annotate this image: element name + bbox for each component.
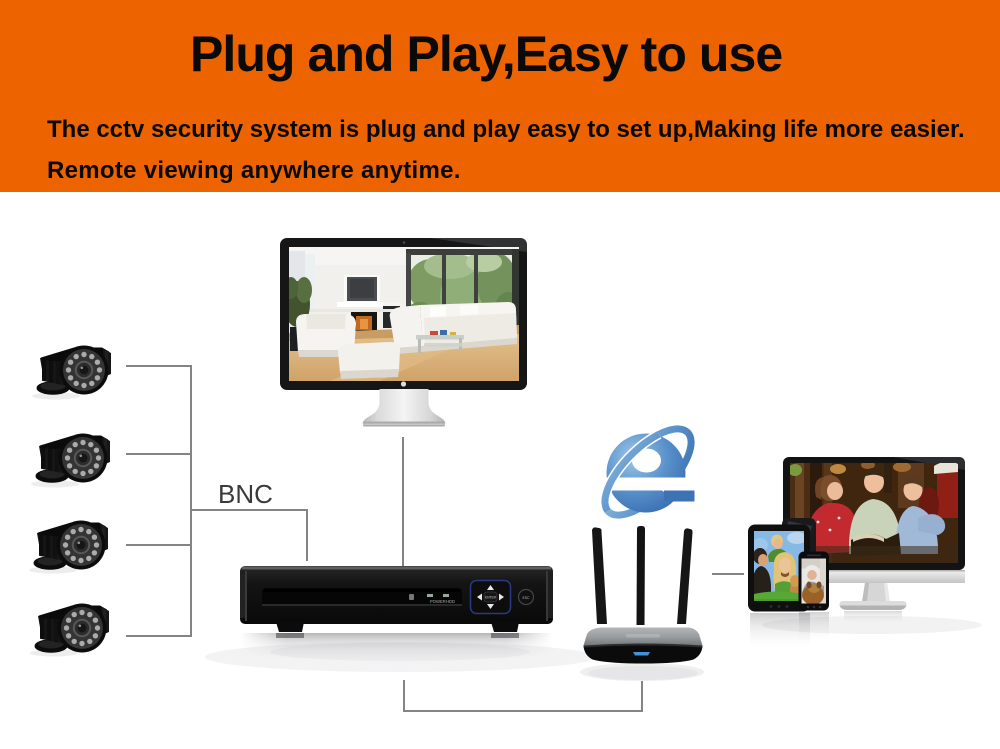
svg-text:POWER: POWER bbox=[430, 599, 446, 604]
svg-text:HDD: HDD bbox=[446, 599, 455, 604]
svg-text:ESC: ESC bbox=[523, 596, 531, 600]
svg-text:ENTER: ENTER bbox=[485, 596, 497, 600]
